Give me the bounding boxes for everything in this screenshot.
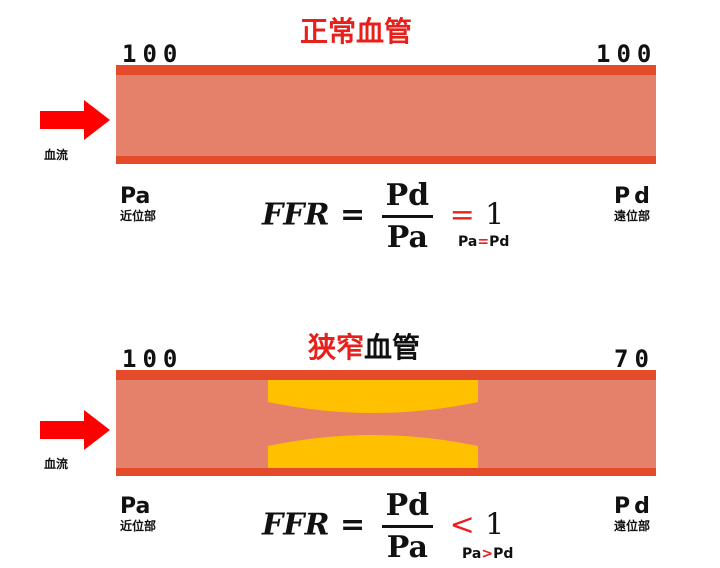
relation-right: Pd <box>493 546 514 562</box>
normal-distal-sublabel: 遠位部 <box>614 209 651 223</box>
normal-vessel-bottom-wall <box>116 156 656 164</box>
stenosis-vessel <box>116 370 656 476</box>
fraction-numerator: Pd <box>381 488 434 528</box>
relation-sign: = <box>449 197 475 233</box>
ffr-value: 1 <box>485 197 505 233</box>
stenosis-title-black: 血管 <box>364 331 421 364</box>
pd-over-pa-fraction: Pd Pa <box>381 488 434 565</box>
stenosis-ffr-formula: FFR = Pd Pa < 1 <box>262 488 504 565</box>
normal-pressure-proximal: 100 <box>122 40 184 68</box>
ffr-value: 1 <box>485 507 505 543</box>
right-arrow-icon <box>40 100 110 140</box>
relation-left: Pa <box>458 234 478 250</box>
normal-vessel-lumen <box>116 75 656 156</box>
stenosis-pressure-relation: Pa>Pd <box>462 546 513 562</box>
relation-sign: < <box>449 507 475 543</box>
normal-distal-label: Pd <box>614 184 654 209</box>
normal-vessel <box>116 65 656 164</box>
stenosis-title-red: 狭窄 <box>308 331 365 364</box>
stenosis-title: 狭窄血管 <box>308 326 420 366</box>
right-arrow-icon <box>40 410 110 450</box>
stenosis-vessel-bottom-wall <box>116 468 656 476</box>
stenosis-flow-label: 血流 <box>44 457 69 471</box>
ffr-symbol: FFR <box>262 507 330 543</box>
fraction-numerator: Pd <box>381 178 434 218</box>
normal-title: 正常血管 <box>300 10 412 50</box>
stenosis-proximal-label: Pa <box>120 494 151 519</box>
stenosis-vessel-top-wall <box>116 370 656 380</box>
stenosis-proximal-sublabel: 近位部 <box>120 519 157 533</box>
equals-sign: = <box>339 507 366 543</box>
normal-pressure-distal: 100 <box>596 40 658 68</box>
stenosis-pressure-distal: 70 <box>614 345 655 373</box>
normal-proximal-sublabel: 近位部 <box>120 209 157 223</box>
relation-operator: = <box>477 234 490 250</box>
stenosis-pressure-proximal: 100 <box>122 345 184 373</box>
equals-sign: = <box>339 197 366 233</box>
normal-title-text: 正常血管 <box>300 15 413 48</box>
normal-ffr-formula: FFR = Pd Pa = 1 <box>262 178 504 255</box>
normal-proximal-label: Pa <box>120 184 151 209</box>
normal-flow-label: 血流 <box>44 148 69 162</box>
fraction-denominator: Pa <box>386 530 428 565</box>
relation-right: Pd <box>489 234 510 250</box>
normal-vessel-top-wall <box>116 65 656 75</box>
stenosis-distal-label: Pd <box>614 494 654 519</box>
relation-operator: > <box>481 546 494 562</box>
ffr-symbol: FFR <box>262 197 330 233</box>
plaque-bottom <box>268 435 478 468</box>
fraction-denominator: Pa <box>386 220 428 255</box>
normal-pressure-relation: Pa=Pd <box>458 234 509 250</box>
plaque-top <box>268 380 478 413</box>
stenosis-distal-sublabel: 遠位部 <box>614 519 651 533</box>
relation-left: Pa <box>462 546 482 562</box>
pd-over-pa-fraction: Pd Pa <box>381 178 434 255</box>
